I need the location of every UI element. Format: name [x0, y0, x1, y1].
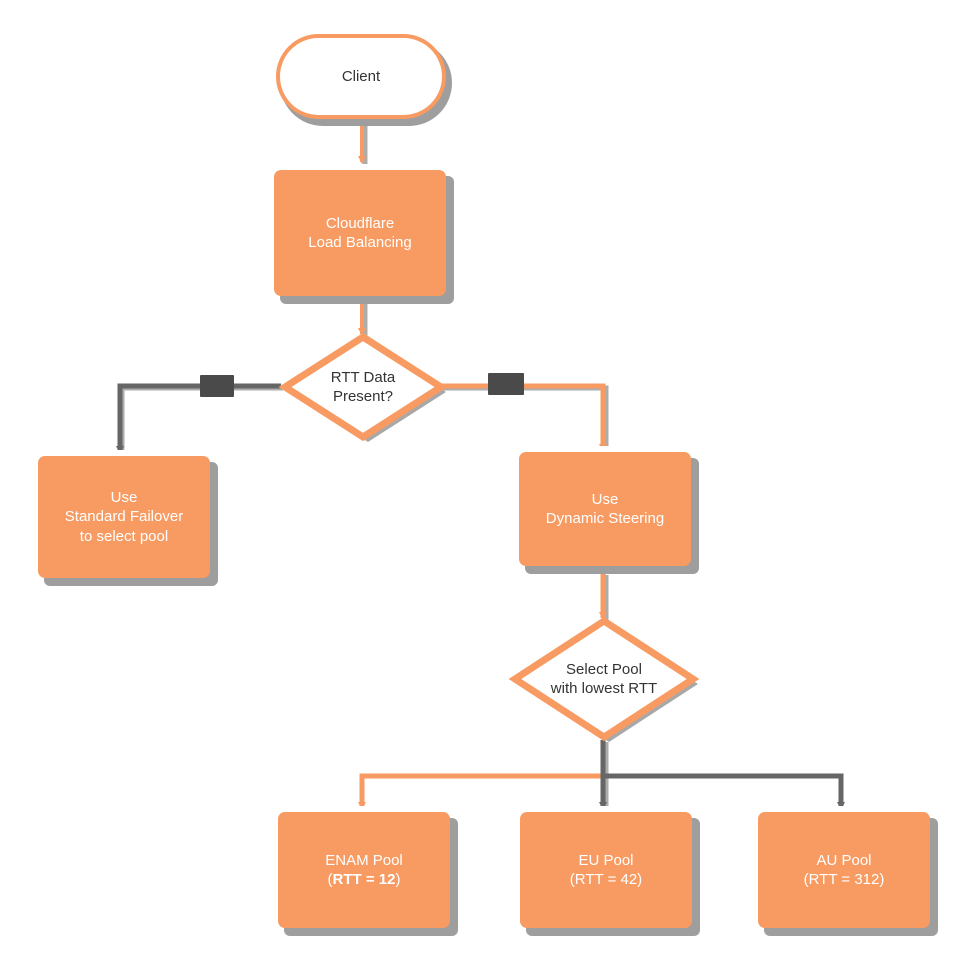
node-select-pool-label: Select Pool with lowest RTT: [508, 660, 700, 699]
node-select-pool-lowest-rtt[interactable]: Select Pool with lowest RTT: [508, 614, 700, 744]
node-au-pool[interactable]: AU Pool (RTT = 312): [758, 812, 930, 928]
node-lb-label-line2: Load Balancing: [308, 234, 412, 251]
enam-rtt-value: RTT = 12: [332, 871, 396, 888]
edge-label-rtt-no: [200, 375, 234, 397]
node-rtt-data-present-label: RTT Data Present?: [278, 368, 448, 407]
node-select-pool-label-line1: Select Pool: [566, 660, 642, 678]
select-pool-diamond-shape: [508, 616, 700, 742]
node-use-dynamic-steering[interactable]: Use Dynamic Steering: [519, 452, 691, 566]
node-cloudflare-load-balancing[interactable]: Cloudflare Load Balancing: [274, 170, 446, 296]
edge-rttcheck-to-dynamic: [441, 383, 607, 452]
node-eu-pool[interactable]: EU Pool (RTT = 42): [520, 812, 692, 928]
node-au-pool-rtt: (RTT = 312): [803, 871, 885, 888]
node-failover-label-line3: to select pool: [79, 527, 169, 545]
node-eu-pool-label: EU Pool: [578, 851, 634, 869]
node-rtt-label-line1: RTT Data: [330, 368, 396, 386]
edge-selectpool-to-enam: [358, 740, 606, 810]
node-failover-label-line1: Use: [110, 489, 138, 507]
node-rtt-data-present[interactable]: RTT Data Present?: [278, 330, 448, 444]
node-enam-pool-label: ENAM Pool: [325, 851, 403, 869]
node-select-pool-label-line2: with lowest RTT: [550, 680, 658, 697]
node-client-label: Client: [341, 67, 381, 85]
node-enam-pool-rtt: (RTT = 12): [320, 870, 409, 889]
node-au-pool-label: AU Pool: [816, 851, 872, 869]
enam-paren-open: (: [327, 871, 333, 888]
enam-paren-close: ): [395, 871, 401, 888]
node-client[interactable]: Client: [276, 34, 446, 119]
node-dynamic-label-line1: Use: [591, 490, 619, 508]
edge-selectpool-to-au: [603, 773, 845, 810]
node-eu-pool-rtt: (RTT = 42): [569, 871, 643, 888]
node-failover-label-line2: Standard Failover: [64, 508, 184, 526]
edge-label-rtt-yes: [488, 373, 524, 395]
node-dynamic-label-line2: Dynamic Steering: [545, 510, 665, 527]
node-enam-pool[interactable]: ENAM Pool (RTT = 12): [278, 812, 450, 928]
node-lb-label-line1: Cloudflare: [325, 214, 395, 232]
node-use-standard-failover[interactable]: Use Standard Failover to select pool: [38, 456, 210, 578]
node-rtt-label-line2: Present?: [332, 388, 394, 405]
rtt-diamond-shape: [278, 332, 448, 442]
